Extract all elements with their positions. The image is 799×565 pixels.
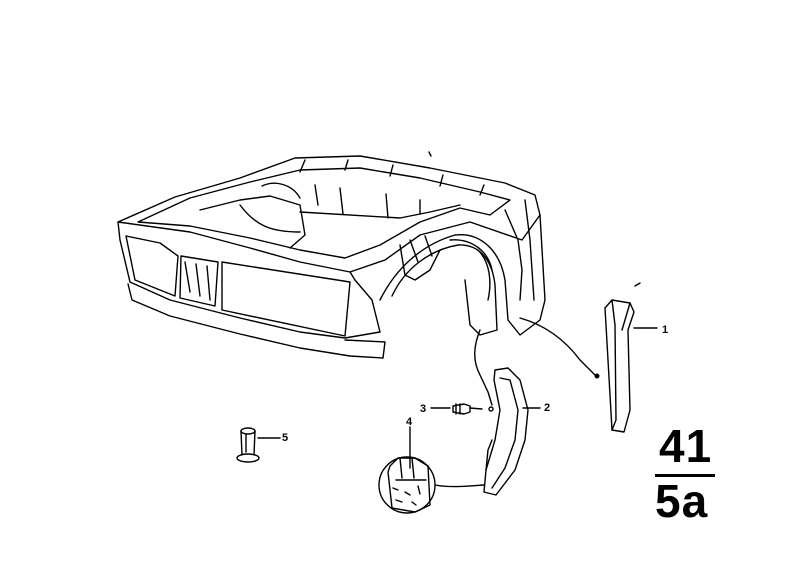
callout-5-label: 5: [282, 432, 289, 444]
group-number-top: 41: [659, 420, 713, 472]
part-4-sealing-block: [378, 426, 485, 514]
group-number-divider: [655, 474, 715, 477]
part-5-bushing: [236, 427, 281, 463]
group-number-bottom: 5a: [655, 475, 709, 527]
front-body-shell: [117, 151, 546, 359]
part-1-pillar-trim: [519, 282, 658, 433]
part-3-screw: [430, 403, 494, 415]
callout-2-label: 2: [544, 402, 551, 414]
callout-1-label: 1: [662, 324, 669, 336]
part-2-splash-shield: [474, 329, 541, 496]
callout-3-label: 3: [420, 403, 427, 415]
callout-4-label: 4: [406, 416, 413, 428]
